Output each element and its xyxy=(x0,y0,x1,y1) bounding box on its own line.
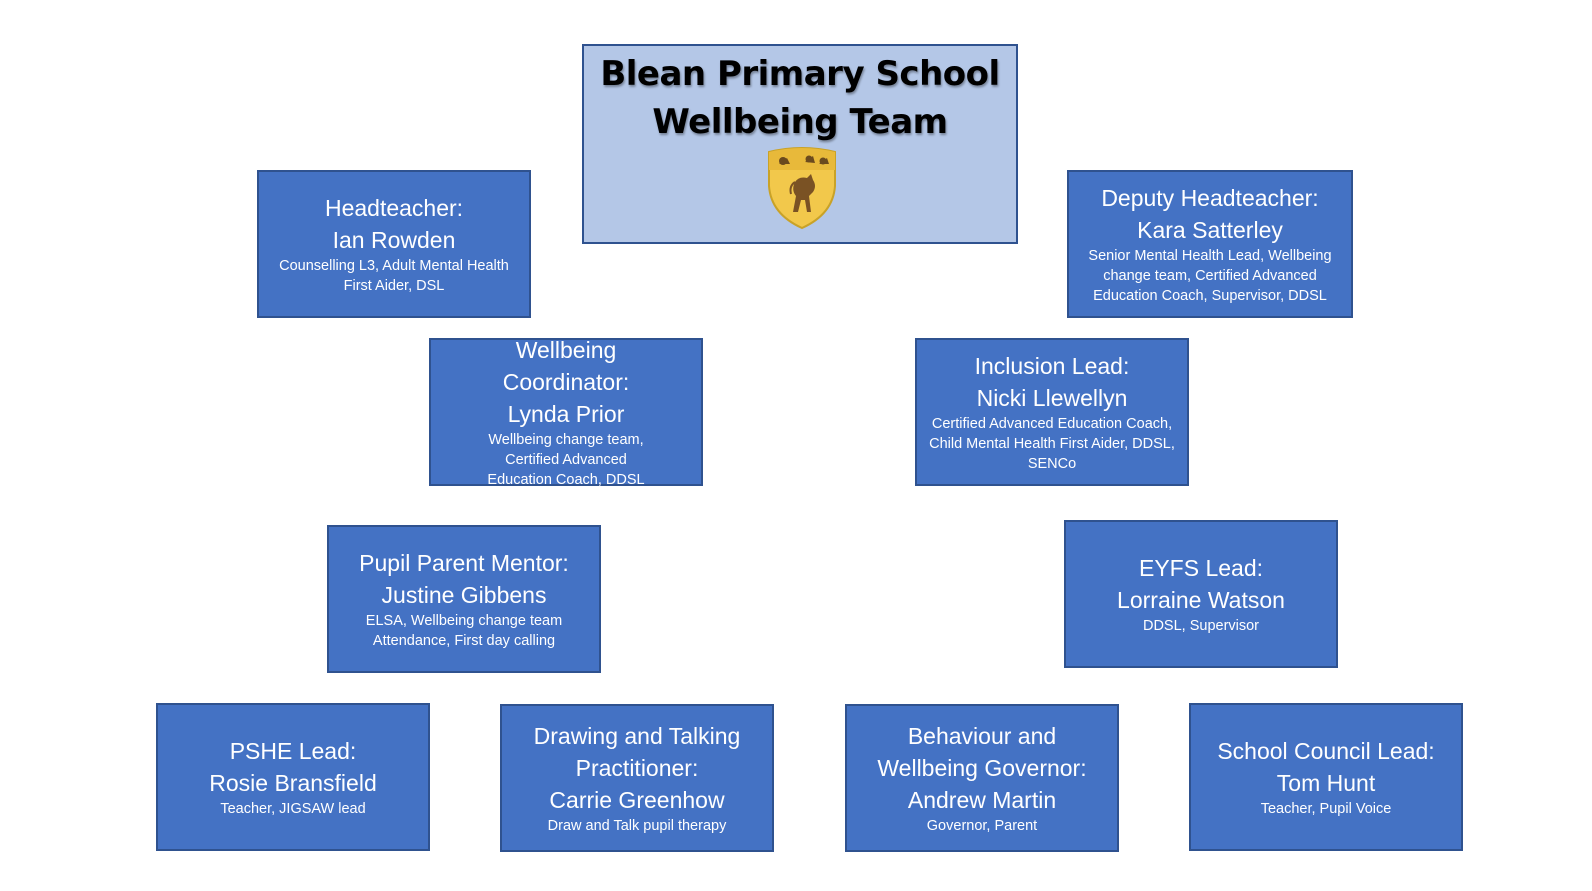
person-name: Tom Hunt xyxy=(1276,770,1376,796)
person-name: Kara Satterley xyxy=(1137,217,1283,243)
role-description: DDSL, Supervisor xyxy=(1142,618,1260,634)
role-label: PSHE Lead: xyxy=(229,738,357,764)
role-description: Teacher, Pupil Voice xyxy=(1260,801,1392,817)
role-label: Wellbeing Coordinator: xyxy=(502,337,630,395)
person-name: Carrie Greenhow xyxy=(549,787,725,813)
role-label: Drawing and Talking Practitioner: xyxy=(533,723,741,781)
role-label: EYFS Lead: xyxy=(1138,555,1264,581)
card-eyfs-lead: EYFS Lead: Lorraine Watson DDSL, Supervi… xyxy=(1064,520,1338,668)
role-description: Governor, Parent xyxy=(926,818,1038,834)
card-headteacher: Headteacher: Ian Rowden Counselling L3, … xyxy=(257,170,531,318)
role-label: Behaviour and Wellbeing Governor: xyxy=(877,723,1087,781)
card-pshe-lead: PSHE Lead: Rosie Bransfield Teacher, JIG… xyxy=(156,703,430,851)
card-pupil-parent-mentor: Pupil Parent Mentor: Justine Gibbens ELS… xyxy=(327,525,601,673)
card-drawing-talking: Drawing and Talking Practitioner: Carrie… xyxy=(500,704,774,852)
person-name: Lorraine Watson xyxy=(1117,587,1285,613)
card-deputy-headteacher: Deputy Headteacher: Kara Satterley Senio… xyxy=(1067,170,1353,318)
role-label: Deputy Headteacher: xyxy=(1101,185,1319,211)
title-line-1: Blean Primary School xyxy=(600,54,1000,94)
role-description: Certified Advanced Education Coach, Chil… xyxy=(929,416,1175,472)
school-crest-icon xyxy=(768,147,836,230)
card-governor: Behaviour and Wellbeing Governor: Andrew… xyxy=(845,704,1119,852)
person-name: Nicki Llewellyn xyxy=(976,385,1128,411)
role-label: School Council Lead: xyxy=(1217,738,1435,764)
page-title: Blean Primary School Wellbeing Team xyxy=(584,50,1016,146)
role-description: ELSA, Wellbeing change team Attendance, … xyxy=(365,613,563,649)
title-line-2: Wellbeing Team xyxy=(652,102,948,142)
role-label: Pupil Parent Mentor: xyxy=(359,550,569,576)
role-description: Senior Mental Health Lead, Wellbeing cha… xyxy=(1088,248,1332,304)
role-description: Draw and Talk pupil therapy xyxy=(547,818,727,834)
role-description: Teacher, JIGSAW lead xyxy=(220,801,366,817)
card-wellbeing-coordinator: Wellbeing Coordinator: Lynda Prior Wellb… xyxy=(429,337,703,488)
person-name: Lynda Prior xyxy=(507,401,625,427)
person-name: Andrew Martin xyxy=(907,787,1057,813)
card-inclusion-lead: Inclusion Lead: Nicki Llewellyn Certifie… xyxy=(915,338,1189,486)
person-name: Ian Rowden xyxy=(332,227,456,253)
card-school-council-lead: School Council Lead: Tom Hunt Teacher, P… xyxy=(1189,703,1463,851)
role-description: Counselling L3, Adult Mental Health Firs… xyxy=(279,258,509,294)
role-description: Wellbeing change team, Certified Advance… xyxy=(487,432,645,488)
person-name: Justine Gibbens xyxy=(381,582,547,608)
title-box: Blean Primary School Wellbeing Team xyxy=(582,44,1018,244)
role-label: Headteacher: xyxy=(324,195,464,221)
person-name: Rosie Bransfield xyxy=(209,770,377,796)
role-label: Inclusion Lead: xyxy=(974,353,1130,379)
